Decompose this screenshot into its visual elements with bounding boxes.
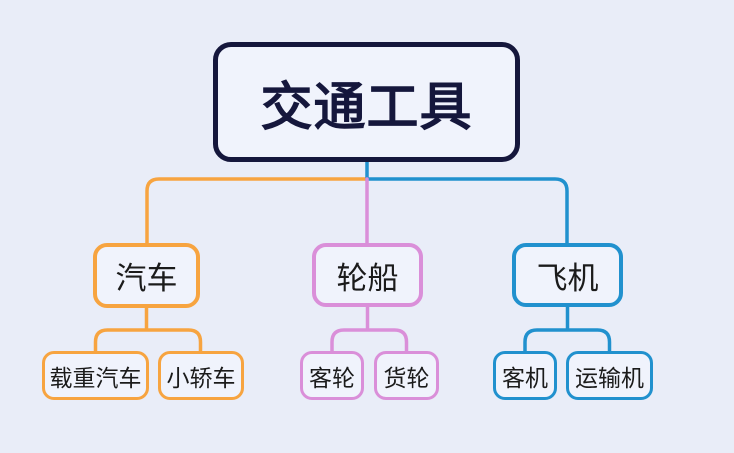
connector-root-to-plane <box>365 159 569 245</box>
leaf-cargo-ship-label: 货轮 <box>383 364 430 391</box>
leaf-node-heavy-truck[interactable]: 载重汽车 <box>42 351 149 400</box>
connector-plane-to-leaves <box>523 305 612 353</box>
root-node-transportation[interactable]: 交通工具 <box>213 42 520 162</box>
leaf-heavy-truck-label: 载重汽车 <box>49 364 142 391</box>
branch-car-label: 汽车 <box>115 261 178 296</box>
leaf-node-sedan[interactable]: 小轿车 <box>158 351 244 400</box>
leaf-node-cargo-ship[interactable]: 货轮 <box>374 351 439 400</box>
branch-node-plane[interactable]: 飞机 <box>512 243 623 307</box>
root-node-label: 交通工具 <box>260 78 473 137</box>
leaf-passenger-ship-label: 客轮 <box>309 364 355 391</box>
branch-ship-label: 轮船 <box>336 260 399 296</box>
connector-car-to-leaves <box>93 306 203 353</box>
leaf-transport-plane-label: 运输机 <box>575 364 644 391</box>
branch-node-car[interactable]: 汽车 <box>93 243 200 308</box>
leaf-node-transport-plane[interactable]: 运输机 <box>566 351 653 400</box>
branch-node-ship[interactable]: 轮船 <box>312 243 423 307</box>
connector-root-to-car <box>145 177 369 245</box>
connector-ship-to-leaves <box>330 305 409 353</box>
leaf-passenger-plane-label: 客机 <box>502 364 548 391</box>
leaf-sedan-label: 小轿车 <box>166 364 236 391</box>
leaf-node-passenger-plane[interactable]: 客机 <box>493 351 557 400</box>
branch-plane-label: 飞机 <box>536 260 599 296</box>
leaf-node-passenger-ship[interactable]: 客轮 <box>300 351 364 400</box>
